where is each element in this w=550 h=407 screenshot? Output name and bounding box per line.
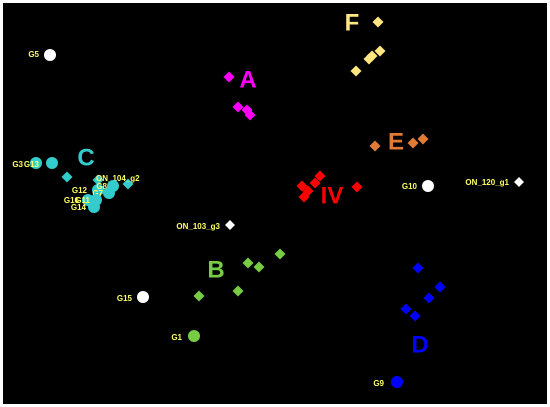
group-label-c: C: [77, 144, 94, 171]
group-f-point-1: [374, 45, 386, 57]
group-iv-point-5: [351, 181, 363, 193]
group-d-point-1: [434, 281, 446, 293]
group-a-point-0: [223, 71, 235, 83]
sample-label-g14: G14: [71, 203, 87, 212]
group-iv-point-3: [309, 177, 321, 189]
sample-label-g3: G3: [12, 160, 23, 169]
group-a-point-3: [244, 109, 256, 121]
sample-label-on-120-g1: ON_120_g1: [465, 178, 509, 187]
group-e-point-0: [369, 140, 381, 152]
sample-label-g8: G8: [96, 182, 107, 191]
sample-g7-marker: [103, 187, 115, 199]
group-label-f: F: [345, 9, 360, 36]
group-label-iv: IV: [321, 182, 344, 209]
sample-label-g9: G9: [373, 379, 384, 388]
group-b-point-0: [193, 290, 205, 302]
sample-g13-marker: [46, 157, 58, 169]
group-b-point-1: [232, 285, 244, 297]
sample-label-g1: G1: [171, 333, 182, 342]
group-f-point-3: [363, 53, 375, 65]
sample-g14-marker: [88, 201, 100, 213]
group-b-point-2: [242, 257, 254, 269]
group-c-point-2: [122, 178, 134, 190]
group-b-point-4: [274, 248, 286, 260]
sample-on-103-g3-marker: [225, 220, 235, 230]
group-f-point-0: [372, 16, 384, 28]
group-iv-point-4: [314, 170, 326, 182]
group-b-point-3: [253, 261, 265, 273]
group-label-e: E: [388, 128, 404, 155]
sample-g5-marker: [44, 49, 56, 61]
group-d-point-0: [412, 262, 424, 274]
group-label-a: A: [239, 66, 256, 93]
group-d-point-4: [409, 310, 421, 322]
group-e-point-1: [407, 137, 419, 149]
sample-g12-marker: [92, 184, 104, 196]
sample-on-120-g1-marker: [514, 177, 524, 187]
sample-label-g5: G5: [28, 50, 39, 59]
group-d-point-3: [400, 303, 412, 315]
group-d-point-2: [423, 292, 435, 304]
group-e-point-2: [417, 133, 429, 145]
sample-label-g16: G16: [64, 196, 80, 205]
sample-g15-marker: [137, 291, 149, 303]
sample-label-g7: G7: [92, 189, 103, 198]
sample-g10-marker: [422, 180, 434, 192]
group-label-d: D: [411, 331, 428, 358]
group-a-point-1: [232, 101, 244, 113]
sample-label-g13: G13: [24, 160, 40, 169]
sample-label-g11: G11: [75, 196, 90, 205]
sample-g9-marker: [391, 376, 403, 388]
group-c-point-1: [92, 174, 104, 186]
sample-label-g15: G15: [117, 294, 133, 303]
sample-label-g12: G12: [72, 186, 88, 195]
group-iv-point-2: [298, 191, 310, 203]
sample-label-g10: G10: [402, 182, 418, 191]
sample-label-on-103-g3: ON_103_g3: [176, 222, 220, 231]
sample-g3-marker: [30, 157, 42, 169]
group-label-b: B: [207, 256, 224, 283]
sample-label-on-104-g2: ON_104_g2: [96, 174, 140, 183]
sample-g1-marker: [188, 330, 200, 342]
group-f-point-4: [350, 65, 362, 77]
group-c-point-0: [61, 171, 73, 183]
